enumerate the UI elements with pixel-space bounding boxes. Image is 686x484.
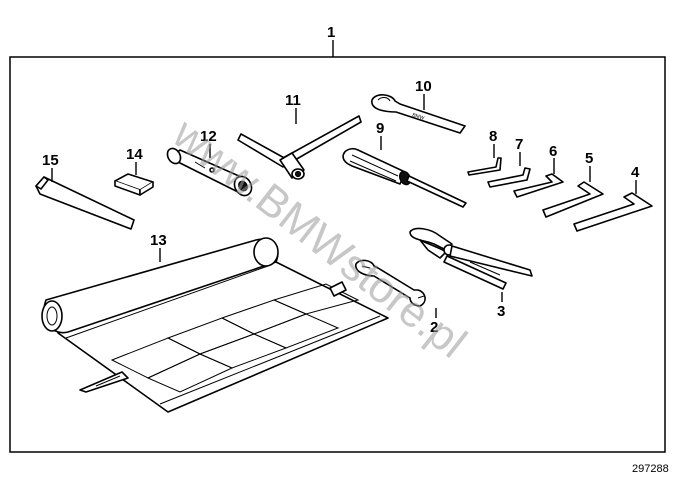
diagram-frame [9,56,666,453]
open-wrench-2 [355,259,426,307]
callout-9: 9 [376,120,384,137]
callout-13: 13 [150,232,167,249]
socket-wrench-11 [237,115,362,180]
allen-key-4 [573,192,653,232]
callout-2: 2 [430,319,438,336]
allen-key-6 [513,173,564,198]
allen-key-5 [542,181,604,218]
box-spanner-12 [166,147,253,197]
callout-8: 8 [489,128,497,145]
pliers-3 [409,227,533,290]
callout-10: 10 [415,78,432,95]
allen-key-15 [35,176,135,230]
allen-key-8 [467,157,502,176]
callout-14: 14 [126,146,143,163]
callout-1: 1 [327,24,335,41]
callout-4: 4 [631,164,640,181]
callout-15: 15 [42,152,59,169]
c-spanner-10: BMW [371,94,466,134]
allen-key-7 [487,167,531,188]
tool-roll-13 [41,237,389,413]
screwdriver-9 [342,147,467,208]
callout-5: 5 [585,150,593,167]
callout-6: 6 [549,143,557,160]
callout-7: 7 [515,136,523,153]
callout-3: 3 [497,303,505,320]
svg-text:BMW: BMW [411,112,425,122]
clip-14 [114,173,154,196]
callout-12: 12 [200,128,217,145]
callout-11: 11 [285,92,301,109]
reference-number: 297288 [632,463,669,475]
